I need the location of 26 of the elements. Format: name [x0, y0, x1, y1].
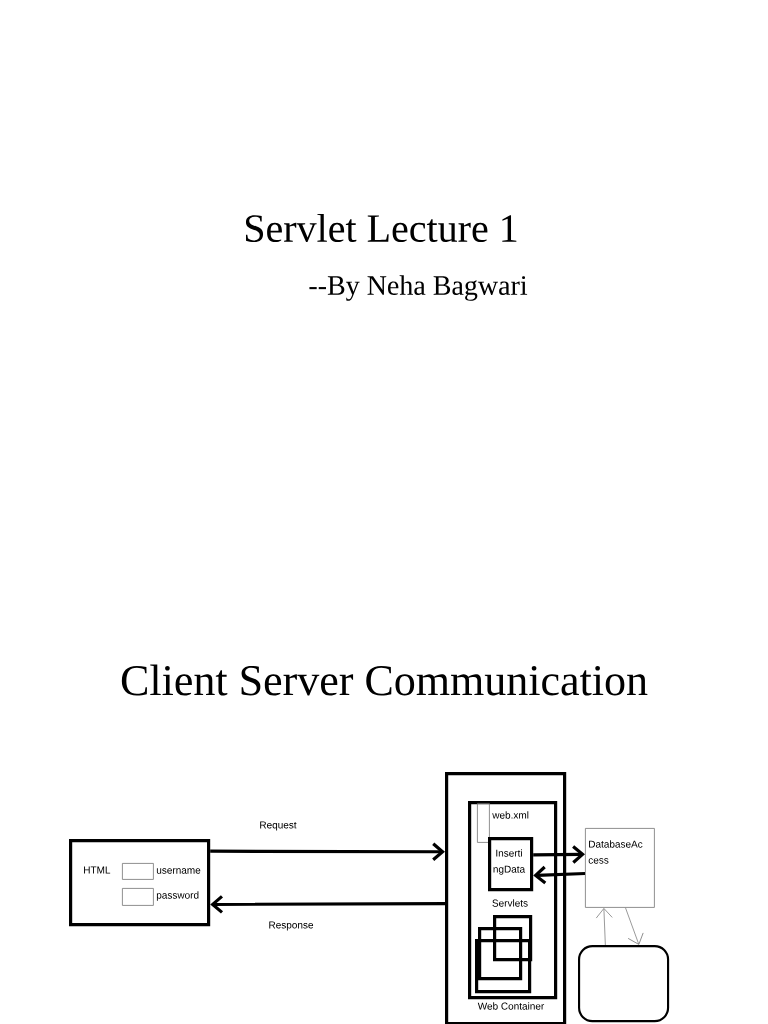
arrow: [533, 845, 585, 864]
box-caption: web.xml: [492, 811, 529, 819]
input-field: [122, 863, 154, 880]
title: Servlet Lecture 1: [245, 213, 517, 243]
edge-label: Response: [267, 920, 315, 932]
database-access-box: DatabaseAc cess: [585, 828, 655, 908]
byline: --By Neha Bagwari: [309, 275, 528, 301]
servlet-square: [478, 927, 523, 981]
arrow: [625, 907, 644, 945]
box-caption: Servlets: [492, 899, 528, 907]
file-box: [477, 803, 490, 843]
edge-label: Request: [258, 820, 298, 832]
server-box: [445, 772, 567, 1024]
arrow: [210, 842, 445, 861]
box-caption: username: [156, 868, 201, 874]
heading: Client Server Communication: [121, 664, 648, 696]
arrow: [595, 908, 613, 946]
servlet-box: Inserti ngData: [488, 837, 534, 892]
box-caption: password: [156, 891, 199, 901]
servlet-square: [493, 915, 533, 962]
node-label: Web Container: [477, 1002, 545, 1010]
storage-box: [578, 945, 670, 1023]
arrow: [210, 895, 445, 914]
servlet-square: [475, 939, 532, 994]
arrow: [533, 865, 586, 885]
input-field: [122, 888, 154, 906]
